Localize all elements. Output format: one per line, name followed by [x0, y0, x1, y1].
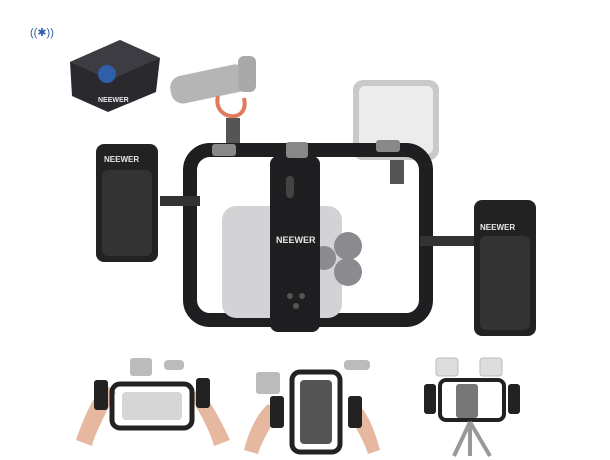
usage-scene-handheld: [76, 358, 230, 446]
remote-button: [98, 65, 116, 83]
bluetooth-remote: ((✱)) NEEWER: [30, 27, 160, 112]
phone-clamp: [270, 156, 320, 332]
usage-scene-vertical: [244, 360, 380, 455]
bluetooth-signal-icon: ((✱)): [30, 27, 54, 39]
shotgun-microphone: [170, 56, 256, 144]
usage-scene-tripod: [424, 357, 520, 458]
right-handle: NEEWER: [474, 200, 536, 336]
cage-logo: NEEWER: [276, 235, 316, 245]
right-handle-logo: NEEWER: [480, 223, 515, 232]
phone-cage: NEEWER: [160, 140, 480, 332]
led-light: [353, 80, 439, 184]
remote-logo: NEEWER: [98, 97, 129, 104]
left-handle: NEEWER: [96, 144, 158, 262]
left-handle-logo: NEEWER: [104, 155, 139, 164]
